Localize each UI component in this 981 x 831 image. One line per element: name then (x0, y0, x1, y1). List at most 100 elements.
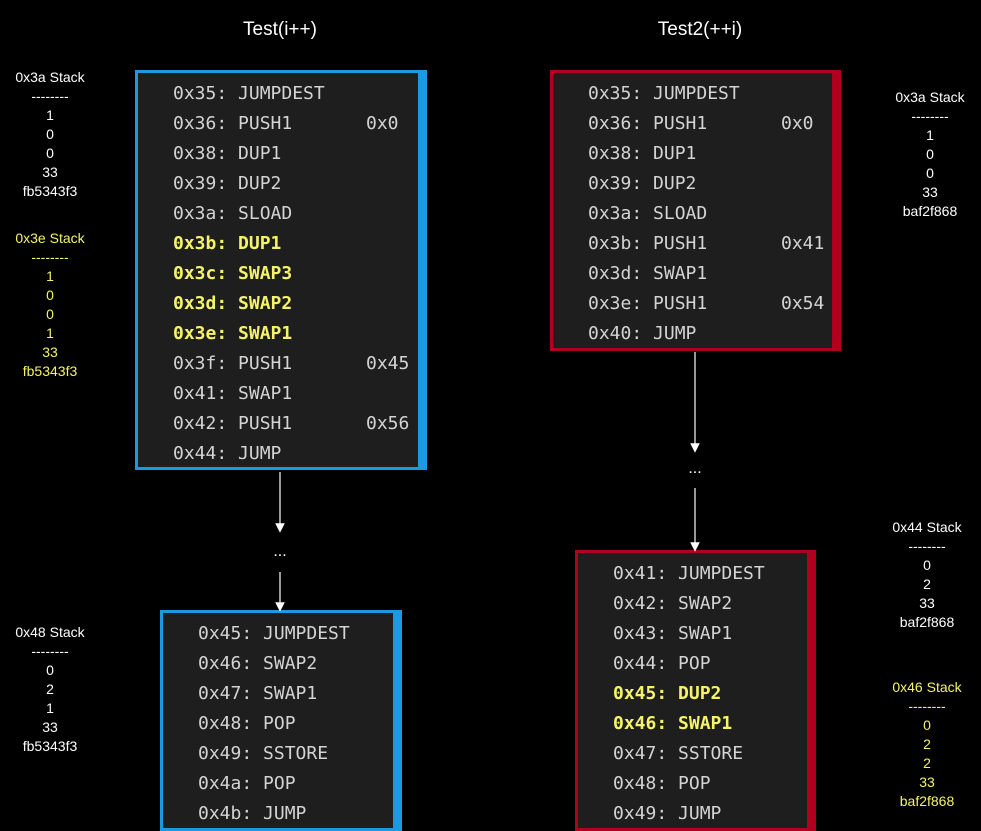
instruction-opcode: DUP1 (653, 143, 697, 164)
instruction-opcode: PUSH1 (653, 113, 708, 134)
instruction-address: 0x38: (173, 143, 228, 164)
instruction-operand: 0x0 (781, 113, 814, 134)
instruction-opcode: SSTORE (678, 743, 744, 764)
stack-title: 0x44 Stack (892, 519, 962, 535)
stack-value: 33 (42, 719, 58, 735)
instruction-address: 0x3f: (173, 353, 228, 374)
code-line: 0x44: POP (613, 649, 711, 679)
instruction-address: 0x36: (173, 113, 228, 134)
code-line: 0x39: DUP2 (173, 169, 281, 199)
instruction-opcode: DUP2 (238, 173, 282, 194)
instruction-address: 0x48: (198, 713, 253, 734)
instruction-opcode: PUSH1 (238, 113, 293, 134)
code-line: 0x3e: SWAP1 (173, 319, 292, 349)
instruction-address: 0x3b: (588, 233, 643, 254)
stack-separator: -------- (911, 108, 949, 124)
stack-value: 2 (46, 681, 54, 697)
instruction-opcode: SWAP1 (678, 623, 733, 644)
instruction-address: 0x48: (613, 773, 668, 794)
stack-value: 33 (42, 164, 58, 180)
code-line: 0x3f: PUSH1 (173, 349, 292, 379)
instruction-opcode: JUMP (678, 803, 722, 824)
stack-value: 0 (46, 306, 54, 322)
code-line: 0x42: SWAP2 (613, 589, 732, 619)
instruction-operand: 0x0 (366, 113, 399, 134)
instruction-opcode: DUP2 (653, 173, 697, 194)
code-line: 0x46: SWAP2 (198, 649, 317, 679)
code-line: 0x41: SWAP1 (173, 379, 292, 409)
title-test: Test(i++) (243, 19, 317, 40)
instruction-opcode: JUMP (653, 323, 697, 344)
stack-value: baf2f868 (899, 614, 955, 630)
instruction-opcode: POP (678, 653, 711, 674)
instruction-opcode: SWAP1 (238, 323, 293, 344)
instruction-opcode: SWAP1 (678, 713, 733, 734)
stack-value: 1 (46, 700, 54, 716)
stack-separator: -------- (908, 698, 946, 714)
instruction-opcode: SLOAD (653, 203, 708, 224)
stack-value: 0 (926, 146, 934, 162)
stack-value: 1 (46, 325, 54, 341)
code-line: 0x4b: JUMP (198, 799, 306, 829)
code-line: 0x38: DUP1 (588, 139, 696, 169)
stack-value: 0 (923, 557, 931, 573)
ellipsis-test2: ... (688, 460, 702, 477)
code-line: 0x41: JUMPDEST (613, 559, 765, 589)
code-line: 0x47: SSTORE (613, 739, 743, 769)
instruction-opcode: PUSH1 (238, 353, 293, 374)
instruction-address: 0x44: (613, 653, 668, 674)
code-line: 0x36: PUSH1 (588, 109, 707, 139)
instruction-opcode: PUSH1 (238, 413, 293, 434)
instruction-opcode: SWAP1 (263, 683, 318, 704)
code-line: 0x3d: SWAP2 (173, 289, 292, 319)
stack-title: 0x46 Stack (892, 679, 962, 695)
code-line: 0x3c: SWAP3 (173, 259, 292, 289)
instruction-address: 0x49: (613, 803, 668, 824)
stack-value: 0 (46, 287, 54, 303)
instruction-address: 0x42: (613, 593, 668, 614)
instruction-opcode: SWAP1 (238, 383, 293, 404)
instruction-opcode: PUSH1 (653, 293, 708, 314)
code-line: 0x3a: SLOAD (588, 199, 707, 229)
instruction-address: 0x36: (588, 113, 643, 134)
stack-value: 1 (46, 107, 54, 123)
instruction-opcode: POP (263, 713, 296, 734)
stack-title: 0x48 Stack (15, 624, 85, 640)
title-test2: Test2(++i) (657, 19, 743, 40)
instruction-opcode: JUMP (263, 803, 307, 824)
instruction-operand: 0x45 (366, 353, 410, 374)
stack-value: 2 (923, 755, 931, 771)
instruction-address: 0x3d: (173, 293, 228, 314)
stack-title: 0x3a Stack (895, 89, 965, 105)
instruction-address: 0x45: (198, 623, 253, 644)
instruction-address: 0x46: (613, 713, 668, 734)
stack-value: baf2f868 (902, 203, 958, 219)
instruction-address: 0x3a: (173, 203, 228, 224)
instruction-opcode: SLOAD (238, 203, 293, 224)
instruction-opcode: SWAP2 (263, 653, 318, 674)
stack-value: 2 (923, 736, 931, 752)
instruction-opcode: SWAP1 (653, 263, 708, 284)
instruction-opcode: DUP2 (678, 683, 722, 704)
stack-separator: -------- (31, 643, 69, 659)
instruction-address: 0x35: (173, 83, 228, 104)
instruction-address: 0x47: (198, 683, 253, 704)
instruction-operand: 0x41 (781, 233, 825, 254)
instruction-address: 0x4b: (198, 803, 253, 824)
stack-value: 1 (926, 127, 934, 143)
stack-title: 0x3a Stack (15, 69, 85, 85)
instruction-address: 0x43: (613, 623, 668, 644)
stack-value: 0 (46, 126, 54, 142)
stack-value: 0 (46, 145, 54, 161)
instruction-address: 0x3a: (588, 203, 643, 224)
instruction-address: 0x3e: (173, 323, 228, 344)
code-line: 0x38: DUP1 (173, 139, 281, 169)
instruction-address: 0x41: (613, 563, 668, 584)
stack-value: 0 (923, 717, 931, 733)
